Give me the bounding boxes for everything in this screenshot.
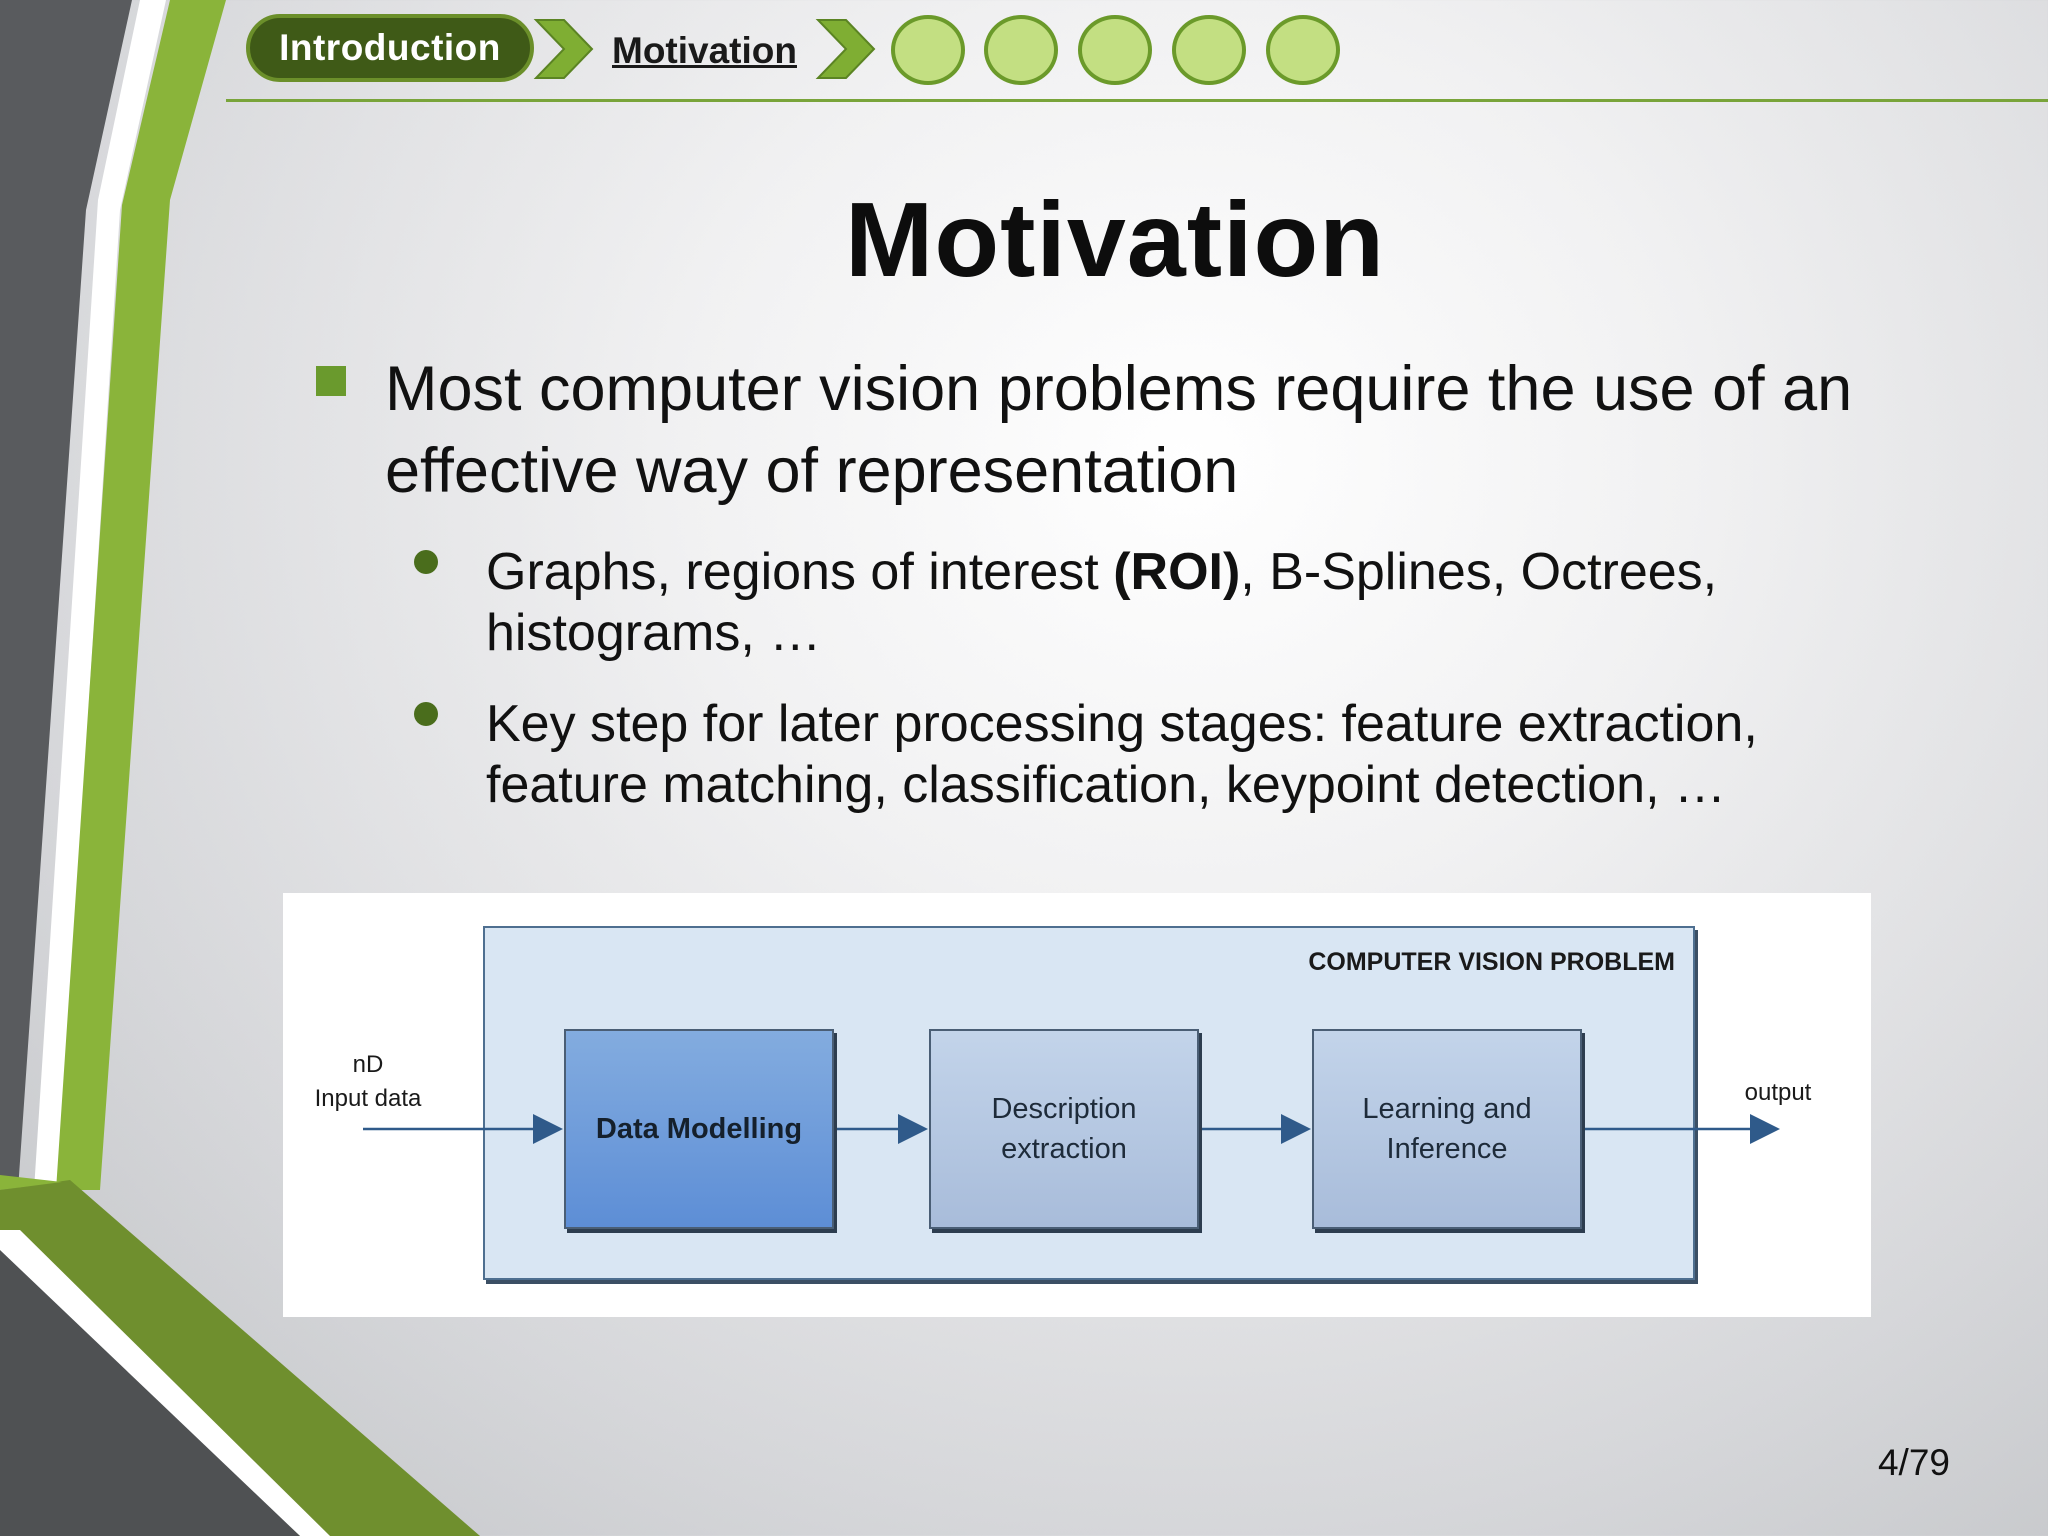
main-bullet-text: Most computer vision problems require th… xyxy=(385,354,1853,506)
stage-learning-inference: Learning and Inference xyxy=(1312,1029,1582,1229)
sub-bullet-1: Graphs, regions of interest (ROI), B-Spl… xyxy=(486,543,1718,662)
nav-progress-dot[interactable] xyxy=(984,15,1058,85)
dot-bullet-icon xyxy=(414,550,438,574)
sub-bullet-2: Key step for later processing stages: fe… xyxy=(486,695,1758,814)
nav-progress-dot[interactable] xyxy=(891,15,965,85)
section-nav: Introduction Motivation xyxy=(0,0,2048,104)
stage-description-extraction: Description extraction xyxy=(929,1029,1199,1229)
slide-title: Motivation xyxy=(845,181,1385,299)
page-number: 4/79 xyxy=(1877,1442,1950,1483)
dot-bullet-icon xyxy=(414,702,438,726)
nav-progress-dot[interactable] xyxy=(1172,15,1246,85)
stage-data-modelling: Data Modelling xyxy=(564,1029,834,1229)
chevron-right-icon xyxy=(810,14,880,84)
pipeline-arrows xyxy=(363,1114,1780,1144)
square-bullet-icon xyxy=(316,366,346,396)
nav-section-introduction[interactable]: Introduction xyxy=(246,14,534,82)
cv-pipeline-figure: COMPUTER VISION PROBLEM nD Input data Da… xyxy=(283,893,1871,1317)
nav-section-motivation[interactable]: Motivation xyxy=(612,30,797,71)
cv-problem-label: COMPUTER VISION PROBLEM xyxy=(1308,948,1675,976)
nav-divider xyxy=(226,99,2048,102)
nav-progress-dot[interactable] xyxy=(1266,15,1340,85)
nav-progress-dot[interactable] xyxy=(1078,15,1152,85)
output-label: output xyxy=(1744,1079,1812,1106)
input-label: nD Input data xyxy=(314,1051,422,1112)
chevron-right-icon xyxy=(528,14,598,84)
